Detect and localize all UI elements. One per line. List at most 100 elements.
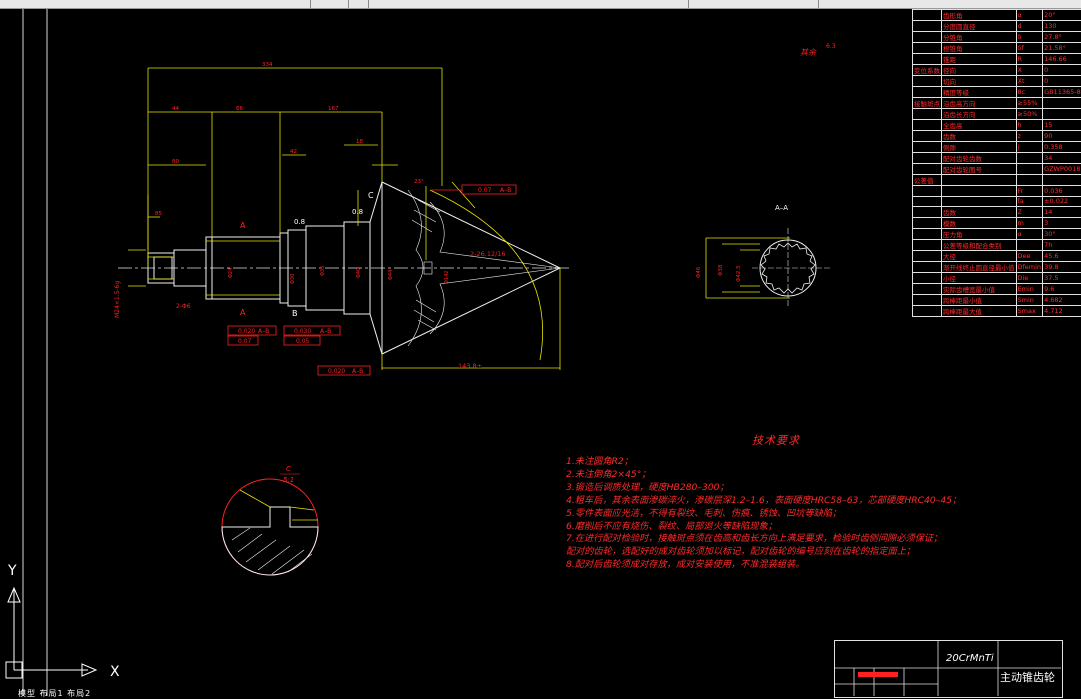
param-cell: 0.036 — [1043, 186, 1081, 197]
param-cell: 配对齿轮图号 — [942, 164, 1017, 175]
layout-tabs[interactable]: 模型 布局1 布局2 — [18, 688, 91, 699]
dim-hole: 2-Φ6 — [176, 303, 191, 310]
section-label-aa: A–A — [775, 204, 788, 212]
param-row: 沿齿长方向≥50% — [913, 109, 1081, 120]
param-cell — [913, 262, 942, 273]
param-cell: α — [1016, 10, 1043, 21]
tol-3: 0.07 — [238, 338, 252, 345]
tol-6: 0.020 — [328, 368, 345, 375]
param-cell: GB11365-89 — [1043, 87, 1081, 98]
param-cell: d — [1016, 21, 1043, 32]
param-row: fa±0.022 — [913, 196, 1081, 207]
dim-angle: 23° — [414, 179, 424, 185]
param-cell: 根锥角 — [942, 43, 1017, 54]
section-mark-a-top: A — [240, 221, 246, 230]
tab-strip-3[interactable] — [348, 0, 369, 8]
param-cell: 8c — [1016, 87, 1043, 98]
tech-item: 8.配对后齿轮须成对存放，成对安装使用，不准混装组装。 — [566, 559, 946, 572]
param-cell: 分度圆直径 — [942, 21, 1017, 32]
param-cell: α — [1016, 229, 1043, 240]
param-cell: 齿数 — [942, 131, 1017, 142]
param-cell: 齿形角 — [942, 10, 1017, 21]
tol-6-ref: A–B — [352, 368, 363, 375]
tab-strip-4[interactable] — [368, 0, 689, 8]
param-cell: δf — [1016, 43, 1043, 54]
param-cell: 大径 — [942, 251, 1017, 262]
param-cell: 齿数 — [942, 207, 1017, 218]
param-cell: j — [1016, 142, 1043, 153]
param-cell: Dee — [1016, 251, 1043, 262]
param-cell: Die — [1016, 273, 1043, 284]
dim-d5: 42 — [290, 149, 297, 155]
param-cell: 渐开线终止圆直径最小值 — [942, 262, 1017, 273]
part-name: 主动锥齿轮 — [1000, 669, 1055, 685]
section-mark-a-bottom: A — [240, 308, 246, 317]
param-cell: X — [1016, 65, 1043, 76]
param-cell: m — [1016, 218, 1043, 229]
param-cell — [913, 21, 942, 32]
dim-thread: M24×1.5-6g — [114, 281, 121, 318]
svg-text:Φ142: Φ142 — [444, 271, 450, 284]
param-cell: 14 — [1043, 207, 1081, 218]
param-cell: 沿齿长方向 — [942, 109, 1017, 120]
param-cell: 90 — [1043, 131, 1081, 142]
param-cell: 30° — [1043, 229, 1081, 240]
tech-item: 1.未注圆角R2； — [566, 456, 946, 469]
tab-strip-1[interactable] — [0, 0, 311, 8]
svg-text:Φ44: Φ44 — [388, 270, 394, 280]
tol-4-ref: A–B — [320, 328, 331, 335]
param-cell — [913, 10, 942, 21]
param-cell: Xt — [1016, 76, 1043, 87]
param-cell — [913, 109, 942, 120]
svg-text:Φ24: Φ24 — [228, 268, 234, 278]
detail-scale: 5:1 — [283, 476, 294, 484]
tech-requirements-title: 技术要求 — [752, 432, 800, 448]
param-cell: 15 — [1043, 120, 1081, 131]
param-cell: Emin — [1016, 284, 1043, 295]
param-cell: 4.712 — [1043, 306, 1081, 317]
param-cell: Dfemin — [1016, 262, 1043, 273]
tol-4: 0.030 — [294, 328, 311, 335]
param-cell: ≥55% — [1016, 98, 1043, 109]
drawing-frame — [23, 9, 47, 696]
param-cell — [913, 306, 942, 317]
param-cell — [913, 120, 942, 131]
param-cell: Z — [1016, 207, 1043, 218]
param-cell — [1043, 175, 1081, 186]
param-cell — [913, 142, 942, 153]
section-dim-2: Φ42.5 — [736, 265, 742, 282]
tab-strip-2[interactable] — [310, 0, 349, 8]
param-cell: 9.6 — [1043, 284, 1081, 295]
param-cell: 跨棒距最大值 — [942, 306, 1017, 317]
param-cell: ±0.022 — [1043, 196, 1081, 207]
tab-strip-5[interactable] — [688, 0, 819, 8]
param-cell — [913, 251, 942, 262]
ucs-x-label: X — [110, 664, 120, 680]
param-cell: 21.58° — [1043, 43, 1081, 54]
param-cell — [913, 164, 942, 175]
tol-2: 0.020 — [238, 328, 255, 335]
datum-b: B — [292, 309, 298, 318]
param-cell: 130 — [1043, 21, 1081, 32]
param-cell — [913, 76, 942, 87]
param-cell: fa — [1016, 196, 1043, 207]
param-cell: 沿齿高方向 — [942, 98, 1017, 109]
diameter-labels: Φ24 Φ30 Φ35 Φ40 Φ44 Φ142 — [228, 266, 450, 284]
param-cell: 精度等级 — [942, 87, 1017, 98]
param-cell — [1016, 175, 1043, 186]
param-cell — [913, 54, 942, 65]
dimension-texts: 334 44 66 167 80 42 18 85 23° 143.8± 2-2… — [114, 43, 836, 370]
tech-item: 配对的齿轮，选配好的成对齿轮须加以标记，配对齿轮的编号应刻在齿轮的指定面上； — [566, 546, 946, 559]
dim-d6: 18 — [356, 139, 363, 145]
